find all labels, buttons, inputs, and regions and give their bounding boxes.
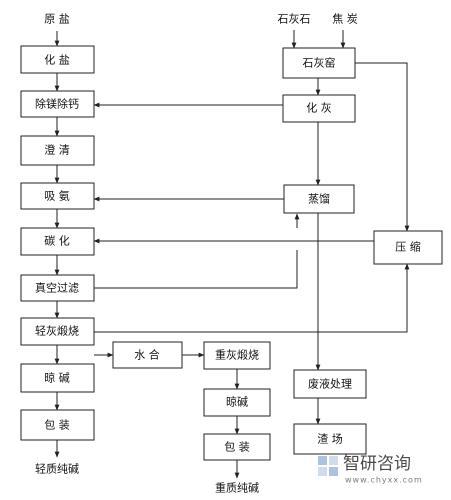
- label-lime-kiln: 石灰窑: [303, 56, 336, 70]
- label-light-calcine: 轻灰煅烧: [35, 324, 79, 338]
- process-boxes: [20, 45, 443, 461]
- label-cool-heavy: 晾碱: [226, 395, 248, 409]
- box-clarify: [20, 135, 95, 166]
- label-light-soda: 轻质纯碱: [35, 462, 79, 476]
- box-remove-mg-ca: [20, 90, 95, 118]
- label-clarify: 澄 清: [44, 143, 70, 157]
- box-waste-treatment: [293, 369, 367, 399]
- label-dissolve-salt: 化 盐: [44, 53, 70, 67]
- watermark-brand: 智研咨询: [343, 454, 411, 474]
- label-pack-light: 包 装: [44, 419, 70, 432]
- box-carbonize: [20, 227, 95, 256]
- process-labels: 原 盐 石灰石 焦 炭 化 盐 除镁除钙 澄 清 吸 氨 碳 化 真空过滤 轻灰…: [35, 12, 421, 495]
- watermark-url: www.chyxx.com: [345, 476, 423, 485]
- label-compress: 压 缩: [395, 241, 421, 254]
- box-lime-kiln: [282, 47, 356, 79]
- box-distill: [283, 184, 355, 214]
- label-cool-light: 晾 碱: [44, 371, 70, 385]
- label-limestone: 石灰石: [278, 12, 311, 26]
- label-hydrate: 水 合: [134, 348, 160, 362]
- label-vacuum-filter: 真空过滤: [35, 281, 79, 295]
- arrow-kiln-compress: [355, 62, 410, 232]
- label-remove-mg-ca: 除镁除钙: [35, 97, 79, 111]
- box-absorb-ammonia: [20, 182, 95, 210]
- box-cool-light: [20, 363, 95, 393]
- box-dissolve-salt: [20, 45, 95, 74]
- box-light-calcine: [20, 317, 95, 346]
- label-distill: 蒸馏: [308, 192, 330, 206]
- label-coke: 焦 炭: [332, 13, 358, 26]
- label-heavy-soda: 重质纯碱: [215, 481, 259, 495]
- box-pack-light: [20, 409, 95, 441]
- arrow-filter-distill: [94, 250, 298, 289]
- box-pack-heavy: [203, 433, 271, 461]
- label-absorb-ammonia: 吸 氨: [44, 190, 70, 203]
- chyxx-logo-icon: [318, 456, 338, 476]
- arrow-lightcalcine-compress: [94, 263, 410, 333]
- label-slag-yard: 渣 场: [317, 432, 343, 446]
- box-cool-heavy: [203, 388, 271, 417]
- label-pack-heavy: 包 装: [224, 441, 250, 454]
- label-heavy-calcine: 重灰煅烧: [215, 348, 259, 362]
- box-hydrate: [112, 341, 183, 369]
- label-raw-salt: 原 盐: [44, 13, 70, 26]
- box-vacuum-filter: [20, 274, 95, 302]
- box-slag-yard: [293, 423, 367, 455]
- flow-connectors: [54, 30, 410, 479]
- watermark: 智研咨询 www.chyxx.com: [318, 454, 423, 485]
- box-slake-lime: [282, 94, 356, 123]
- box-compress: [373, 230, 443, 265]
- label-carbonize: 碳 化: [44, 234, 70, 248]
- label-slake-lime: 化 灰: [306, 101, 332, 115]
- label-waste-treatment: 废液处理: [308, 377, 352, 391]
- box-heavy-calcine: [203, 341, 271, 370]
